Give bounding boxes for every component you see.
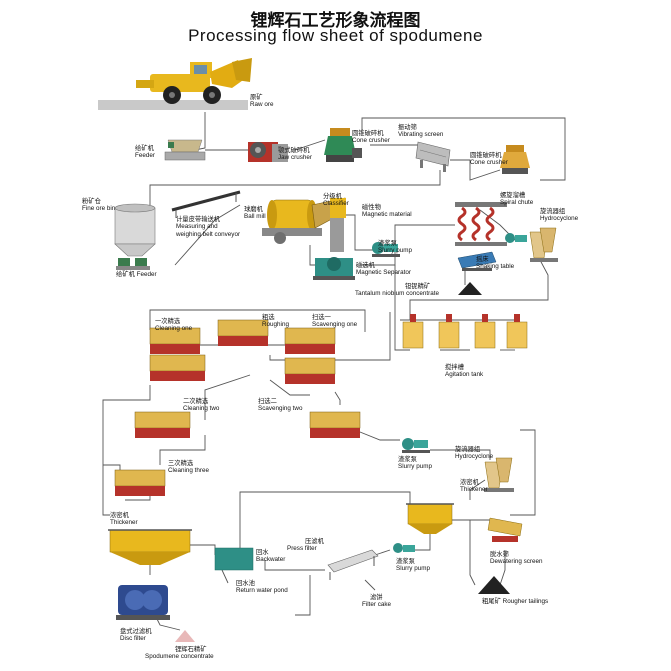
label-rougher-tailings: 粗尾矿 Rougher tailings bbox=[482, 598, 549, 605]
flow-lines bbox=[102, 112, 566, 631]
ore-pile-icon bbox=[478, 576, 510, 594]
ball-mill-icon bbox=[262, 199, 322, 244]
thickener-icon bbox=[406, 503, 454, 534]
classifier-icon bbox=[311, 197, 346, 252]
ore-pile-icon bbox=[458, 282, 482, 295]
hydrocyclone-icon bbox=[529, 227, 558, 262]
vibrating-screen-icon bbox=[415, 141, 451, 172]
cone-crusher-icon bbox=[324, 128, 362, 162]
slurry-pump-icon bbox=[402, 438, 430, 453]
dewatering-screen-icon bbox=[487, 517, 523, 542]
backwater-tank-icon bbox=[214, 547, 254, 571]
label-feeder-bottom: 给矿机 Feeder bbox=[116, 271, 157, 278]
flotation-cell-icon bbox=[114, 319, 361, 496]
ground-strip bbox=[98, 100, 248, 110]
ore-bin-icon bbox=[114, 203, 156, 257]
belt-conveyor-icon bbox=[171, 190, 241, 218]
jaw-crusher-icon bbox=[248, 142, 288, 162]
disc-filter-icon bbox=[116, 585, 170, 620]
spiral-chute-icon bbox=[455, 202, 507, 246]
shaking-table-icon bbox=[457, 251, 497, 271]
ore-pile-icon bbox=[175, 630, 195, 642]
slurry-pump-icon bbox=[393, 543, 415, 553]
feeder-icon bbox=[116, 258, 150, 270]
magnetic-separator-icon bbox=[313, 257, 355, 280]
agitation-tank-icon bbox=[402, 314, 528, 349]
loader-truck-icon bbox=[136, 58, 252, 104]
hydrocyclone-icon bbox=[484, 457, 514, 492]
title-cn: 锂辉石工艺形象流程图 bbox=[250, 11, 421, 31]
slurry-pump-icon bbox=[372, 242, 400, 257]
slurry-pump-icon bbox=[505, 233, 527, 243]
press-filter-icon bbox=[327, 549, 379, 580]
title-en: Processing flow sheet of spodumene bbox=[188, 26, 483, 45]
feeder-icon bbox=[164, 139, 206, 161]
cone-crusher-icon bbox=[500, 145, 530, 174]
thickener-icon bbox=[108, 529, 192, 565]
